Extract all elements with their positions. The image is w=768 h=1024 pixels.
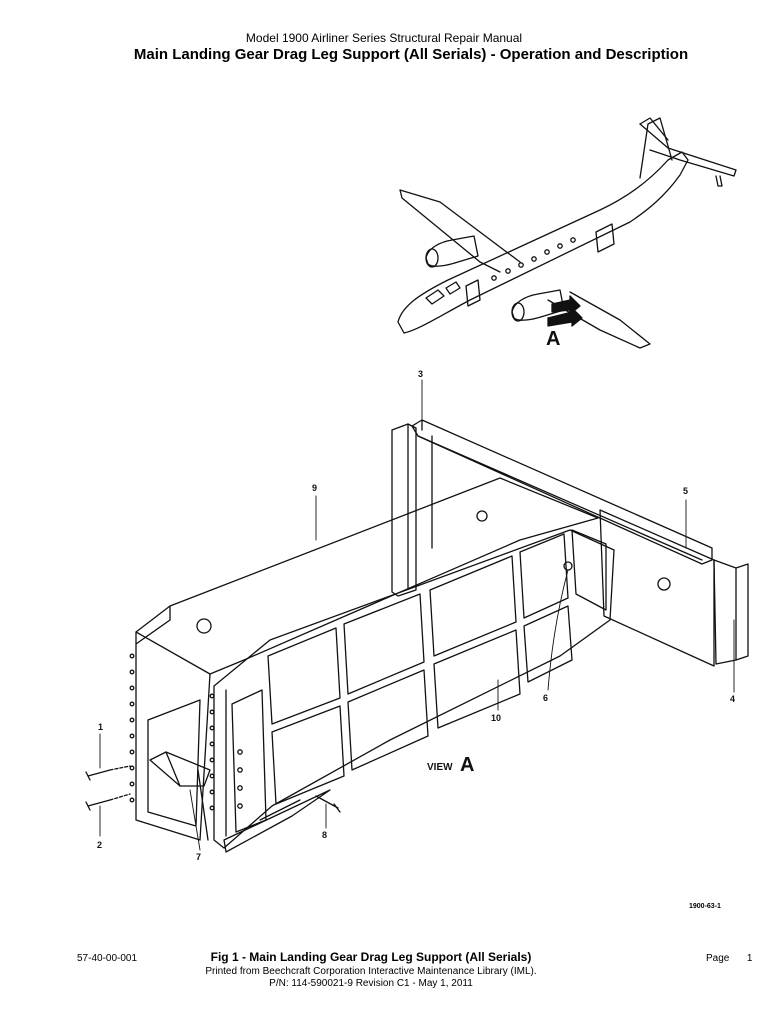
callout-5: 5 <box>683 486 688 496</box>
page-number: 1 <box>746 953 753 964</box>
manual-title: Model 1900 Airliner Series Structural Re… <box>245 31 523 45</box>
view-label-letter: A <box>460 754 474 776</box>
printed-from-note: Printed from Beechcraft Corporation Inte… <box>205 966 537 977</box>
page-indicator: Page 1 <box>706 953 752 964</box>
callout-6: 6 <box>543 693 548 703</box>
view-a-marker: A <box>546 328 560 350</box>
airplane-locator-drawing <box>397 117 737 349</box>
document-code: 57-40-00-001 <box>77 953 138 964</box>
page-label: Page <box>706 953 730 964</box>
callout-10: 10 <box>491 713 501 723</box>
figure-caption: Fig 1 - Main Landing Gear Drag Leg Suppo… <box>210 950 532 964</box>
view-label-word: VIEW <box>427 762 453 773</box>
callout-3: 3 <box>418 369 423 379</box>
callout-4: 4 <box>730 694 735 704</box>
callout-7: 7 <box>196 852 201 862</box>
callout-8: 8 <box>322 830 327 840</box>
page-title: Main Landing Gear Drag Leg Support (All … <box>133 46 689 63</box>
support-assembly-drawing <box>85 419 749 853</box>
part-number-revision: P/N: 114-590021-9 Revision C1 - May 1, 2… <box>269 978 473 989</box>
callout-9: 9 <box>312 483 317 493</box>
callout-2: 2 <box>97 840 102 850</box>
callout-1: 1 <box>98 722 103 732</box>
drawing-number: 1900-63-1 <box>689 903 721 910</box>
